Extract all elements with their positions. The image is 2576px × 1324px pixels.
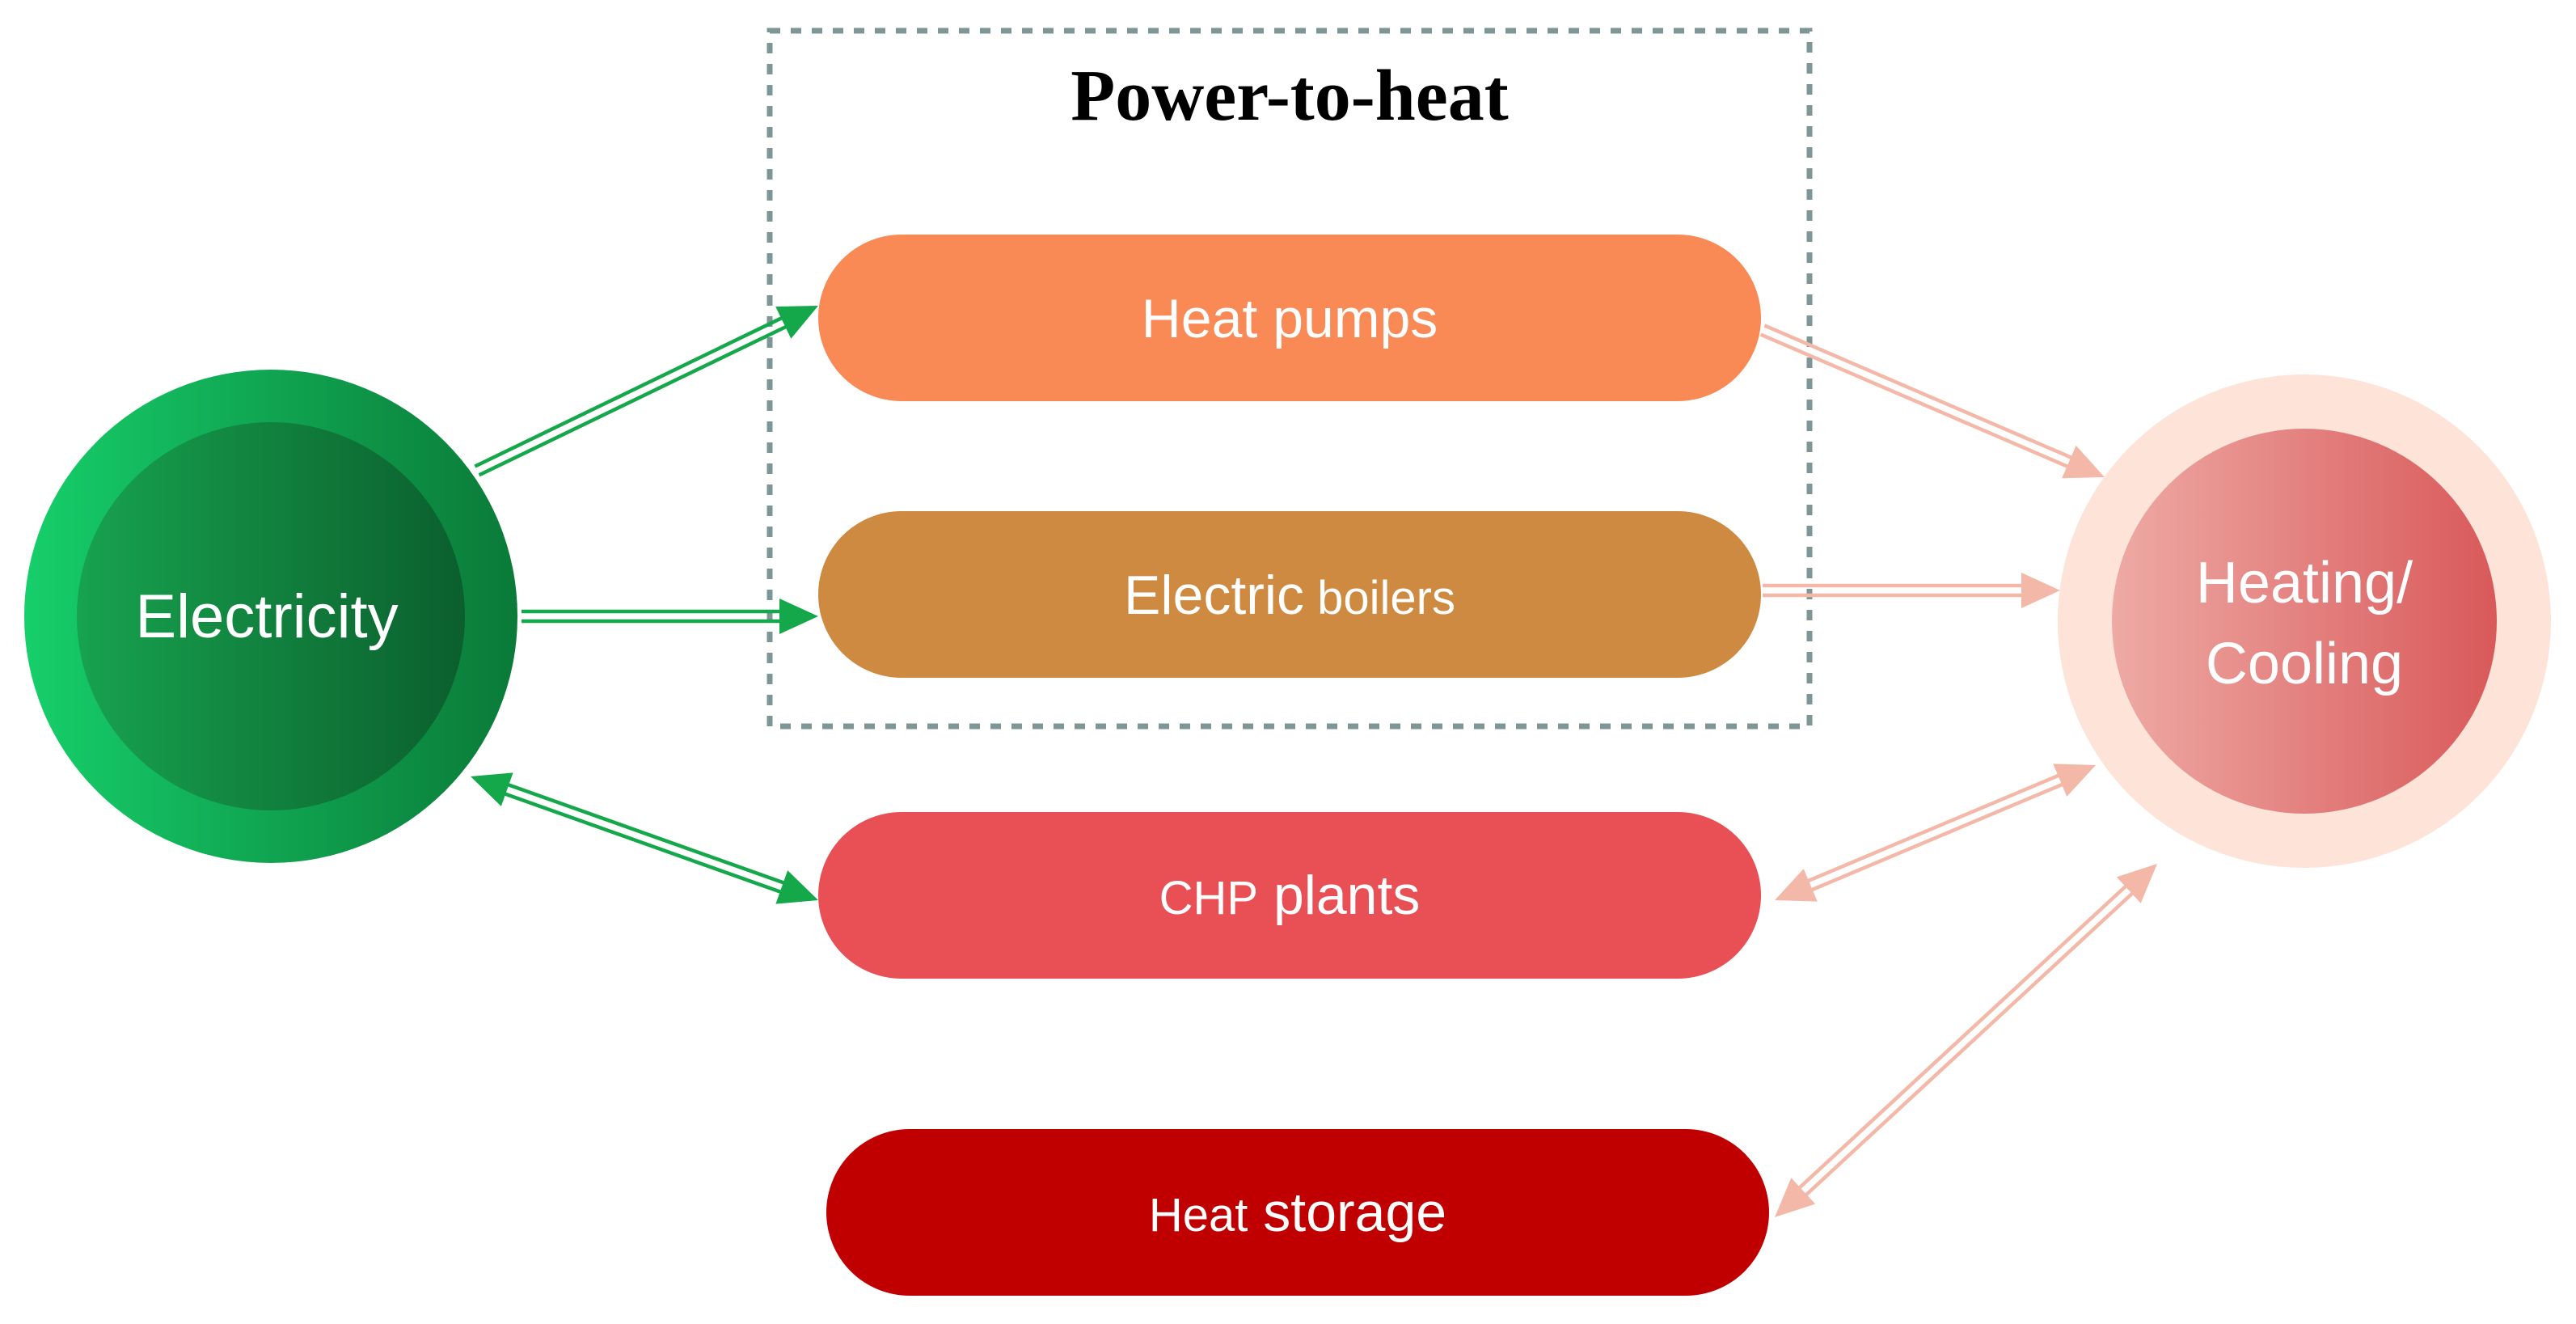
arrow-heat-pumps-to-heating xyxy=(1759,324,2105,479)
arrow-heat-storage-heating xyxy=(1775,864,2157,1217)
electricity-label: Electricity xyxy=(135,582,398,651)
arrow-chp-plants-heating xyxy=(1775,764,2096,902)
electricity-inner-circle xyxy=(77,422,465,810)
arrow-electric-boilers-to-heating xyxy=(1763,573,2060,608)
arrow-electricity-to-heat-pumps xyxy=(474,306,818,477)
heat-pumps-label: Heat pumps xyxy=(1142,288,1438,349)
heat-pumps-pill xyxy=(818,235,1761,401)
heat-storage-pill xyxy=(826,1129,1769,1296)
power-to-heat-group-border xyxy=(766,27,1813,730)
electric-boilers-box: Electric boilers xyxy=(818,511,1761,678)
chp-plants-label: CHP plants xyxy=(1159,865,1421,926)
heating-cooling-inner-circle xyxy=(2112,429,2497,814)
chp-plants-box: CHP plants xyxy=(818,812,1761,979)
chp-plants-label-part2: plants xyxy=(1258,865,1420,926)
arrow-electricity-to-electric-boilers xyxy=(522,599,818,634)
electricity-node: Electricity xyxy=(24,370,517,863)
heat-storage-box: Heat storage xyxy=(826,1129,1769,1296)
heating-cooling-label-line2: Cooling xyxy=(2206,632,2403,696)
heat-storage-label-part2: storage xyxy=(1248,1182,1446,1243)
heat-pumps-label-part1: Heat pumps xyxy=(1142,288,1438,349)
electric-boilers-label-part1: Electric xyxy=(1124,565,1304,626)
chp-plants-pill xyxy=(818,812,1761,979)
chp-plants-label-part1: CHP xyxy=(1159,872,1258,924)
electric-boilers-label: Electric boilers xyxy=(1124,565,1455,626)
arrow-electricity-chp-plants xyxy=(471,772,818,904)
electric-boilers-label-part2: boilers xyxy=(1304,572,1455,624)
electric-boilers-pill xyxy=(818,511,1761,678)
heat-storage-label: Heat storage xyxy=(1149,1182,1446,1243)
heating-cooling-label-line1: Heating/ xyxy=(2196,551,2413,615)
arrows-layer xyxy=(471,306,2157,1217)
heat-storage-label-part1: Heat xyxy=(1149,1189,1248,1242)
heat-pumps-box: Heat pumps xyxy=(818,235,1761,401)
power-to-heat-title: Power-to-heat xyxy=(1071,56,1508,136)
heating-cooling-node: Heating/ Cooling xyxy=(2058,374,2551,868)
